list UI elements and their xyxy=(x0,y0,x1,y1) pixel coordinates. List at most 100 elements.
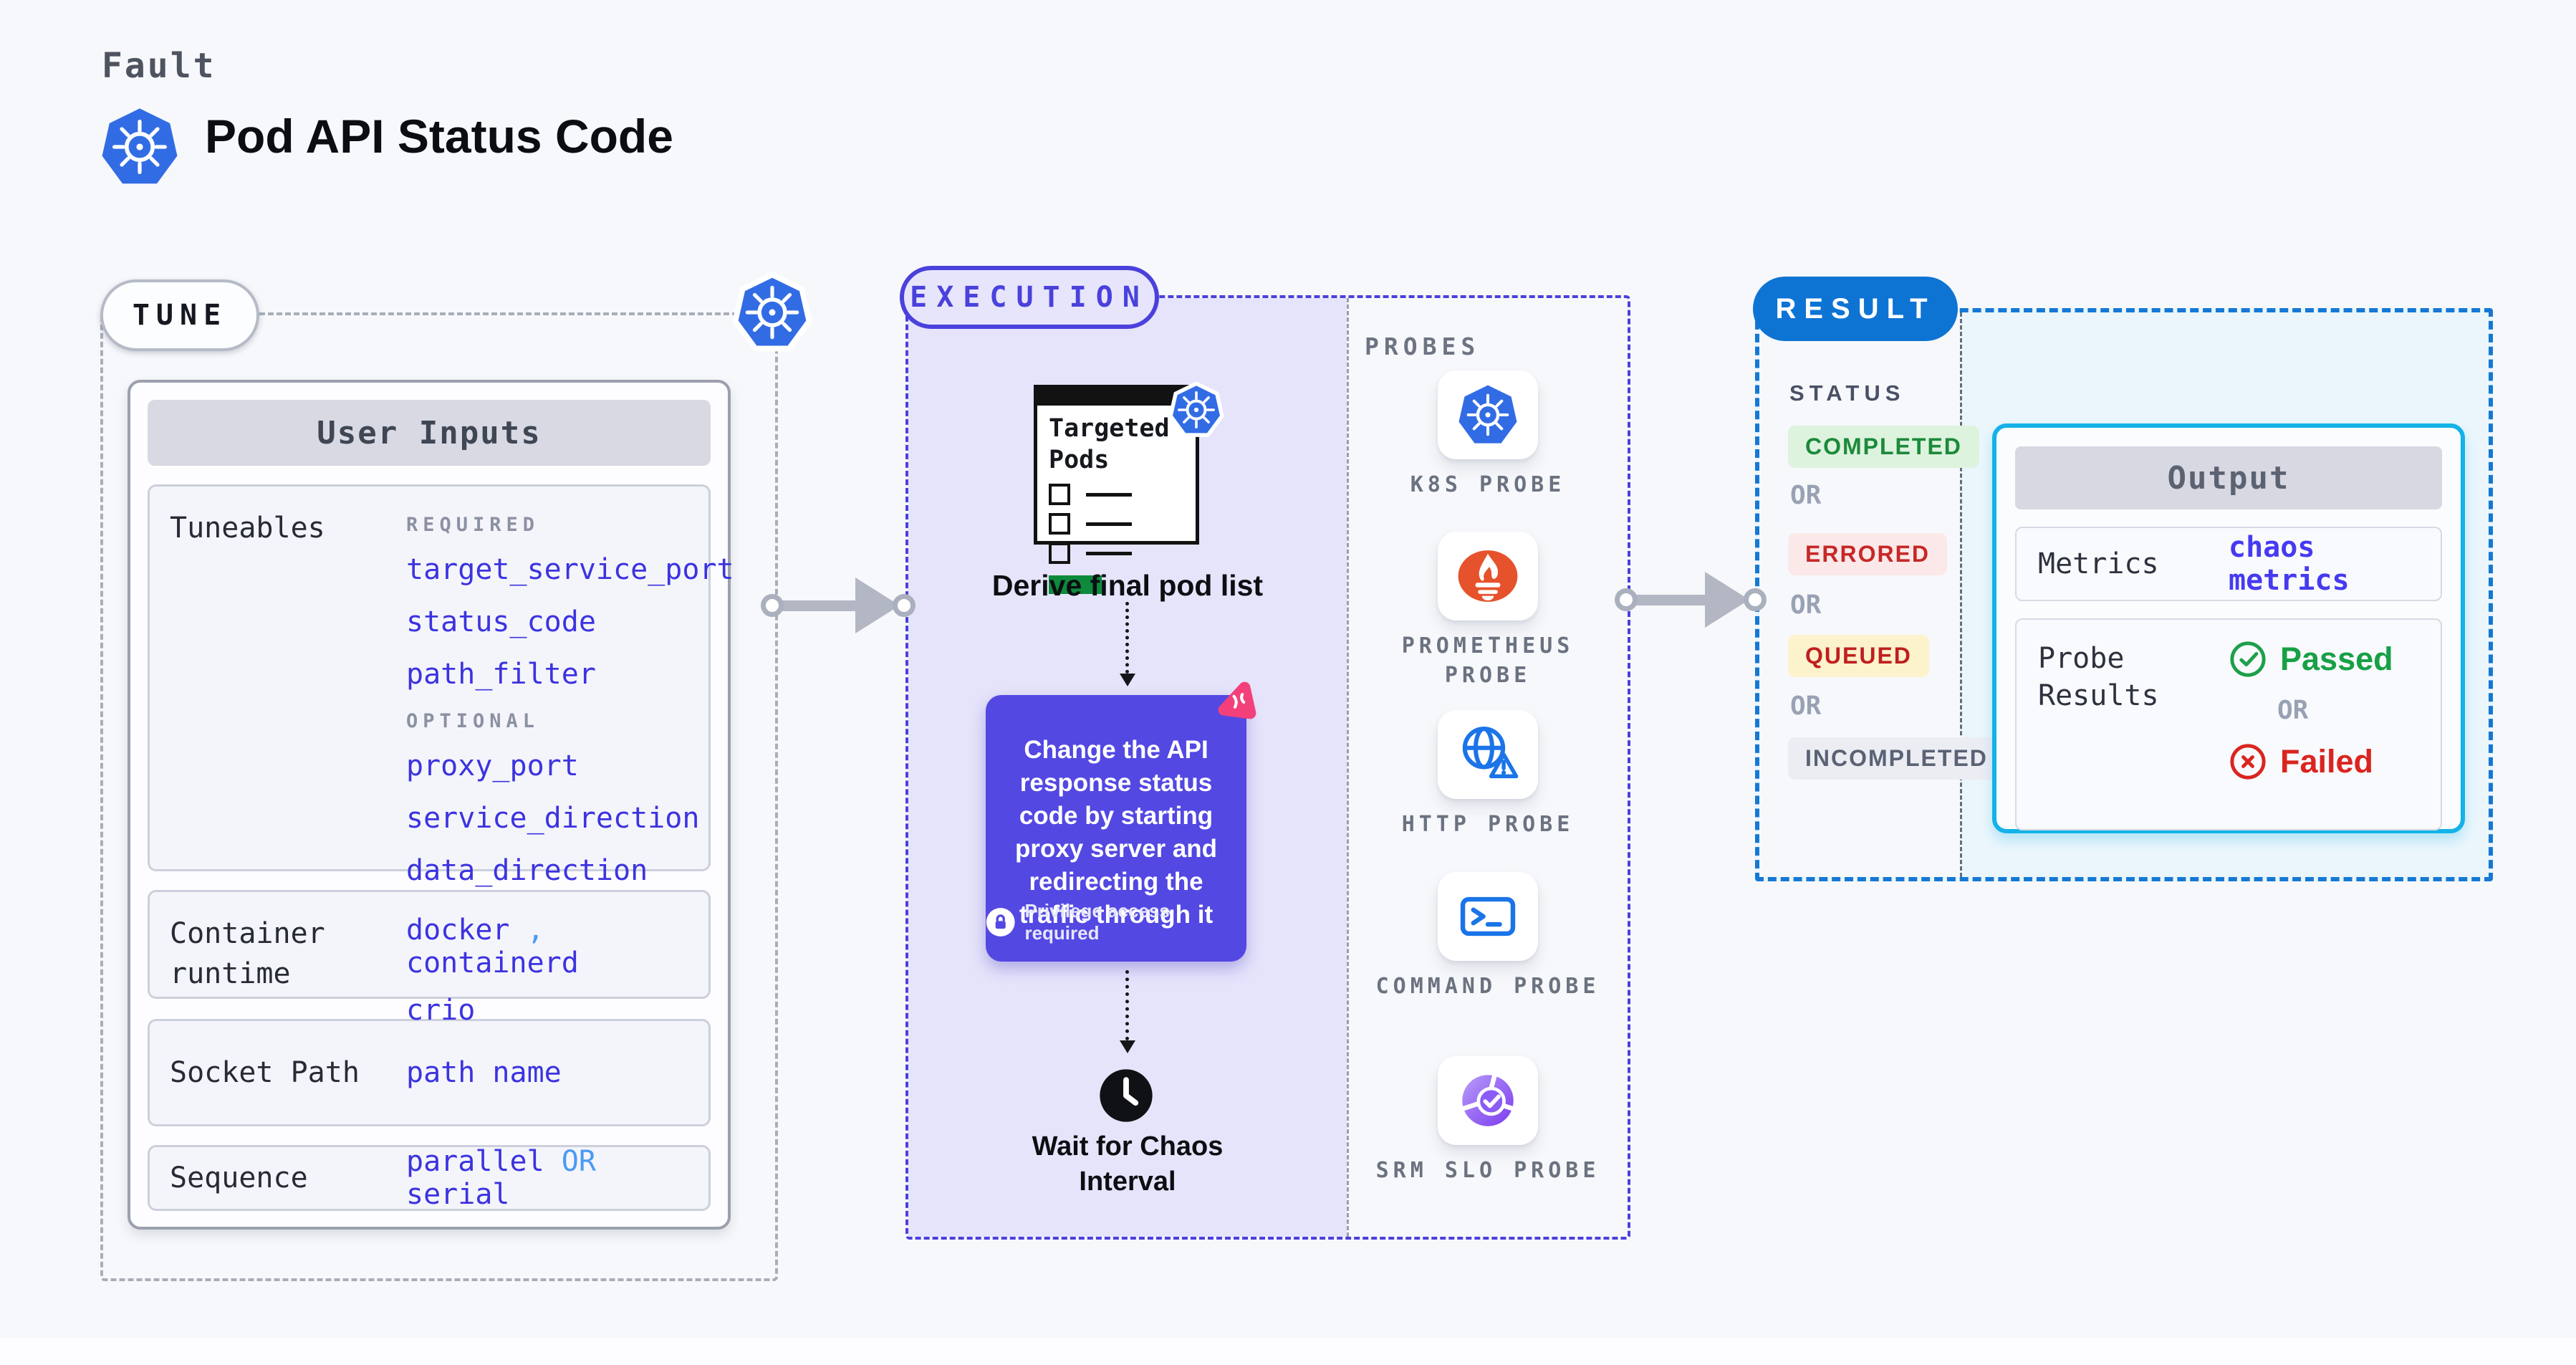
probe-label: K8S PROBE xyxy=(1410,472,1566,497)
tuneables-values: REQUIRED target_service_port status_code… xyxy=(406,508,734,887)
tune-badge: TUNE xyxy=(100,279,259,351)
metrics-row: Metrics chaos metrics xyxy=(2015,527,2442,601)
probe-card-k8s xyxy=(1438,370,1538,459)
arrow-head xyxy=(1705,572,1749,628)
socket-path-row: Socket Path path name xyxy=(148,1019,711,1126)
socket-path-label: Socket Path xyxy=(170,1056,360,1089)
k8s-icon xyxy=(1456,383,1519,446)
container-runtime-values: docker , containerd crio xyxy=(406,914,688,1027)
arrow-shaft xyxy=(782,600,860,611)
flow-arrow-down-icon xyxy=(1120,1040,1135,1053)
privilege-note: Privilege access required xyxy=(1024,900,1170,944)
socket-path-value: path name xyxy=(406,1056,562,1089)
flow-dotted-line xyxy=(1125,970,1129,1040)
connector-ring xyxy=(1615,588,1638,611)
srm-slo-probe-icon xyxy=(1454,1067,1522,1134)
metrics-label: Metrics xyxy=(2038,547,2159,580)
list-line xyxy=(1086,522,1132,526)
litmus-chaos-icon xyxy=(1212,678,1261,727)
pod-list-item xyxy=(1049,513,1184,535)
pod-list-item xyxy=(1049,484,1184,505)
required-heading: REQUIRED xyxy=(406,514,540,536)
probe-card-srm-slo xyxy=(1438,1056,1538,1145)
failed-label: Failed xyxy=(2280,743,2374,780)
optional-heading: OPTIONAL xyxy=(406,710,540,732)
list-line xyxy=(1086,492,1132,497)
or-label: OR xyxy=(1790,481,1822,510)
arrow-shaft xyxy=(1636,595,1709,605)
connector-ring xyxy=(761,594,784,617)
result-section: STATUS COMPLETED OR ERRORED OR QUEUED OR… xyxy=(1755,308,2493,881)
tune-section: User Inputs Tuneables REQUIRED target_se… xyxy=(100,312,778,1281)
footer-band xyxy=(0,1338,2576,1365)
fault-action-text: Change the API response status code by s… xyxy=(1014,736,1218,929)
tuneable-item: status_code xyxy=(406,605,596,638)
or-label: OR xyxy=(1790,590,1822,620)
runtime-comma: , xyxy=(527,914,544,947)
flow-dotted-line xyxy=(1125,602,1129,674)
probe-label: COMMAND PROBE xyxy=(1375,974,1600,999)
status-badge-incompleted: INCOMPLETED xyxy=(1788,737,2005,780)
metrics-value: chaos metrics xyxy=(2229,531,2350,597)
container-runtime-row: Container runtime docker , containerd cr… xyxy=(148,890,711,1027)
chaos-interval-clock-icon xyxy=(1098,1068,1154,1124)
user-inputs-card: User Inputs Tuneables REQUIRED target_se… xyxy=(128,380,734,1230)
prometheus-icon xyxy=(1455,543,1521,609)
tuneable-item: service_direction xyxy=(406,802,700,835)
sequence-value: parallel OR serial xyxy=(406,1145,688,1211)
or-label: OR xyxy=(2277,696,2309,725)
arrow-head xyxy=(855,578,900,633)
runtime-value: docker xyxy=(406,914,510,947)
progress-bar-glyph xyxy=(1049,575,1102,594)
window-titlebar xyxy=(1037,388,1196,406)
sequence-label: Sequence xyxy=(170,1162,308,1194)
checkbox-glyph xyxy=(1049,484,1070,505)
targeted-pods-title: Targeted Pods xyxy=(1049,414,1170,474)
result-badge: RESULT xyxy=(1753,277,1958,341)
status-column: STATUS COMPLETED OR ERRORED OR QUEUED OR… xyxy=(1759,312,2005,877)
execution-section: Targeted Pods Derive final pod list Chan… xyxy=(905,295,1630,1240)
sequence-option: parallel xyxy=(406,1145,544,1178)
probe-label: PROMETHEUS PROBE xyxy=(1401,633,1575,688)
fault-kicker: Fault xyxy=(102,46,216,86)
execution-badge: EXECUTION xyxy=(900,266,1159,329)
tuneable-item: data_direction xyxy=(406,854,648,887)
probe-card-prometheus xyxy=(1438,532,1538,621)
passed-check-icon xyxy=(2229,640,2267,679)
runtime-value: crio xyxy=(406,994,476,1027)
pod-list-item xyxy=(1049,542,1184,564)
checkbox-glyph xyxy=(1049,513,1070,535)
status-badge-queued: QUEUED xyxy=(1788,635,1929,677)
output-header: Output xyxy=(2015,446,2442,509)
probe-results-row: Probe Results Passed OR Failed xyxy=(2015,618,2442,830)
probe-results-label: Probe Results xyxy=(2038,642,2159,712)
kubernetes-corner-icon xyxy=(732,272,812,353)
status-badge-errored: ERRORED xyxy=(1788,533,1948,575)
tuneables-label: Tuneables xyxy=(170,512,325,545)
kubernetes-logo-icon xyxy=(99,105,181,189)
tuneable-item: target_service_port xyxy=(406,553,734,586)
page-title: Pod API Status Code xyxy=(205,110,673,163)
probes-heading: PROBES xyxy=(1365,332,1481,360)
container-runtime-label: Container runtime xyxy=(170,917,325,990)
status-heading: STATUS xyxy=(1789,380,1905,406)
kubernetes-window-icon xyxy=(1168,382,1224,438)
probes-panel: PROBES K8S PROBE PROMETHEUS PROBE HTTP P… xyxy=(1347,298,1628,1237)
probe-label: HTTP PROBE xyxy=(1401,812,1575,837)
flow-arrow-down-icon xyxy=(1120,674,1135,686)
sequence-option: serial xyxy=(406,1178,510,1211)
user-inputs-header: User Inputs xyxy=(148,400,711,466)
connector-ring xyxy=(893,594,915,617)
probe-card-command xyxy=(1438,872,1538,961)
connector-ring xyxy=(1744,588,1767,611)
sequence-row: Sequence parallel OR serial xyxy=(148,1145,711,1211)
command-probe-icon xyxy=(1455,883,1521,949)
output-card: Output Metrics chaos metrics Probe Resul… xyxy=(1992,423,2465,833)
http-probe-icon xyxy=(1455,722,1521,787)
lock-icon xyxy=(986,907,1015,937)
fault-action-card: Change the API response status code by s… xyxy=(986,695,1246,962)
probe-label: SRM SLO PROBE xyxy=(1375,1158,1600,1183)
passed-label: Passed xyxy=(2280,641,2393,677)
wait-chaos-interval-caption: Wait for Chaos Interval xyxy=(1032,1131,1224,1197)
